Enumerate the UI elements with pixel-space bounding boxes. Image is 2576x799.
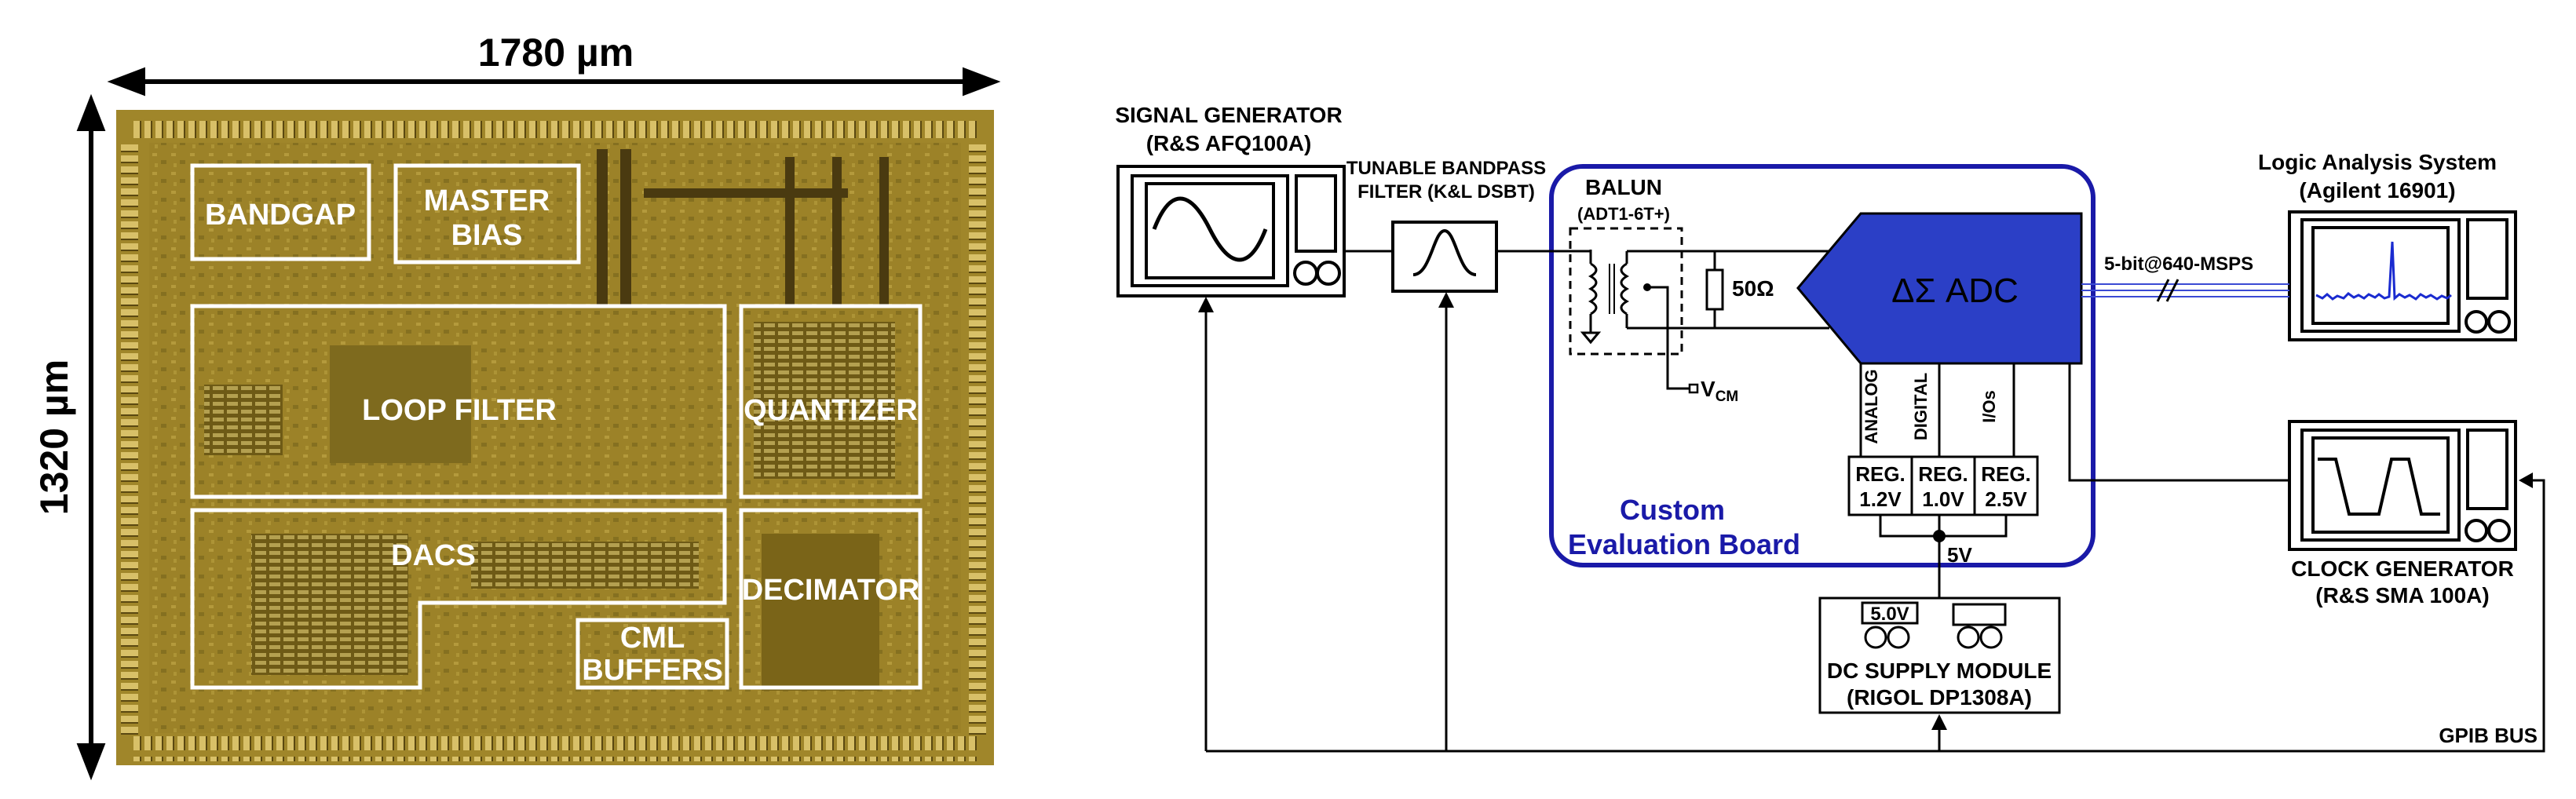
- die-dense-area: [251, 534, 408, 675]
- die-dense-area: [754, 322, 895, 479]
- signal-wires: [1204, 250, 2545, 753]
- dc-supply-knobs: [1864, 603, 2007, 649]
- die-routing: [879, 157, 889, 306]
- cml-buffers-block: [575, 618, 729, 690]
- die-routing: [620, 149, 631, 306]
- loop-filter-block: [190, 304, 727, 499]
- die-pad-ring-bottom: [133, 736, 977, 761]
- regulator-1v0-line1: REG.: [1918, 462, 1968, 486]
- evaluation-board-outline: [1549, 164, 2096, 567]
- gpib-bus-label: GPIB BUS: [2439, 724, 2538, 747]
- decimator-label: DECIMATOR: [742, 574, 920, 607]
- dc-supply-label-line1: DC SUPPLY MODULE: [1827, 659, 2052, 683]
- regulator-2v5: [1973, 455, 2039, 516]
- cml-label-line2: BUFFERS: [582, 654, 722, 687]
- loop-filter-label: LOOP FILTER: [362, 394, 557, 427]
- spectrum-trace-icon: [2315, 241, 2452, 301]
- clock-generator: [2288, 420, 2517, 551]
- evaluation-board-label-line1: Custom: [1620, 494, 1725, 526]
- bandpass-filter-label-line2: FILTER (K&L DSBT): [1357, 181, 1535, 202]
- vcm-label-main: V: [1701, 377, 1716, 401]
- bandpass-filter: [1391, 221, 1498, 293]
- die-dense-area: [204, 385, 283, 455]
- termination-label: 50Ω: [1732, 276, 1774, 301]
- adc-block: [1796, 212, 2083, 365]
- decimator-block: [739, 508, 923, 690]
- balun-box: [1569, 227, 1683, 356]
- bandgap-block: [190, 163, 371, 261]
- die-dense-area: [330, 345, 471, 463]
- clock-generator-label-line2: (R&S SMA 100A): [2315, 583, 2489, 607]
- quantizer-block: [739, 304, 923, 499]
- logic-analyzer: [2288, 210, 2517, 341]
- quantizer-label: QUANTIZER: [744, 394, 918, 427]
- dc-supply-display-value: 5.0V: [1870, 604, 1909, 625]
- regulator-1v2: [1847, 455, 1913, 516]
- balun-label-line2: (ADT1-6T+): [1577, 204, 1670, 224]
- regulator-1v0-line2: 1.0V: [1922, 487, 1964, 511]
- die-pad-ring-top: [133, 115, 977, 140]
- sine-wave-icon: [1152, 196, 1268, 262]
- dc-supply-display: [1861, 601, 1919, 625]
- die-pad-ring-right: [964, 141, 989, 735]
- die-routing: [785, 157, 795, 306]
- logic-analyzer-label-line2: (Agilent 16901): [2299, 178, 2455, 202]
- signal-generator-label-line1: SIGNAL GENERATOR: [1115, 103, 1342, 127]
- vcm-label-subscript: CM: [1716, 389, 1739, 405]
- balun-transformer-icon: [1580, 250, 1630, 345]
- die-routing: [644, 188, 848, 198]
- die-routing: [832, 157, 842, 306]
- width-dimension-label: 1780 µm: [478, 31, 634, 75]
- die-pad-ring-left: [119, 141, 144, 735]
- dc-supply-module: [1818, 597, 2061, 714]
- termination-resistor: [1705, 268, 1724, 311]
- die-dense-area: [471, 542, 699, 589]
- vcm-label: VCM: [1701, 377, 1738, 405]
- regulator-1v2-line2: 1.2V: [1859, 487, 1902, 511]
- signal-generator-label-line2: (R&S AFQ100A): [1146, 131, 1312, 155]
- height-dimension-arrow: [76, 93, 106, 781]
- die-dense-area: [762, 534, 879, 691]
- bandpass-filter-label-line1: TUNABLE BANDPASS: [1346, 158, 1546, 179]
- supply-label-ios: I/Os: [1979, 390, 1999, 423]
- supply-5v-label: 5V: [1947, 543, 1972, 567]
- regulator-2v5-line2: 2.5V: [1985, 487, 2027, 511]
- evaluation-board-label-line2: Evaluation Board: [1568, 528, 1800, 560]
- die-photo-panel: 1780 µm 1320 µm BANDGAP MASTER BIAS LOOP…: [32, 31, 1001, 781]
- output-rate-label: 5-bit@640-MSPS: [2104, 254, 2253, 275]
- bus-arrowheads: [1198, 292, 2533, 730]
- supply-label-analog: ANALOG: [1862, 369, 1881, 443]
- master-bias-label-line2: BIAS: [451, 219, 523, 252]
- height-dimension-label: 1320 µm: [32, 359, 76, 515]
- vcm-pin: [1688, 383, 1699, 394]
- width-dimension-arrow: [107, 67, 1001, 97]
- bandgap-label: BANDGAP: [205, 199, 356, 232]
- regulator-group: [1847, 455, 2039, 516]
- master-bias-block: [393, 163, 581, 265]
- regulator-1v2-line1: REG.: [1855, 462, 1906, 486]
- bandpass-response-icon: [1412, 228, 1477, 276]
- signal-generator: [1116, 165, 1346, 297]
- dacs-label: DACS: [391, 539, 476, 572]
- adc-label: ΔΣ ADC: [1891, 272, 2019, 310]
- balun-label-line1: BALUN: [1585, 175, 1662, 199]
- clock-waveform-icon: [2318, 458, 2440, 516]
- dc-supply-label-line2: (RIGOL DP1308A): [1847, 685, 2032, 710]
- clock-generator-label-line1: CLOCK GENERATOR: [2291, 556, 2514, 581]
- bus-width-marker: [2156, 279, 2180, 302]
- regulator-2v5-line1: REG.: [1981, 462, 2031, 486]
- cml-label-line1: CML: [620, 622, 685, 655]
- die-routing: [597, 149, 608, 306]
- logic-analyzer-label-line1: Logic Analysis System: [2258, 150, 2497, 174]
- digital-output-bus: [2081, 283, 2289, 297]
- master-bias-label-line1: MASTER: [424, 184, 550, 217]
- dacs-block: [190, 508, 727, 690]
- supply-label-digital: DIGITAL: [1911, 373, 1931, 440]
